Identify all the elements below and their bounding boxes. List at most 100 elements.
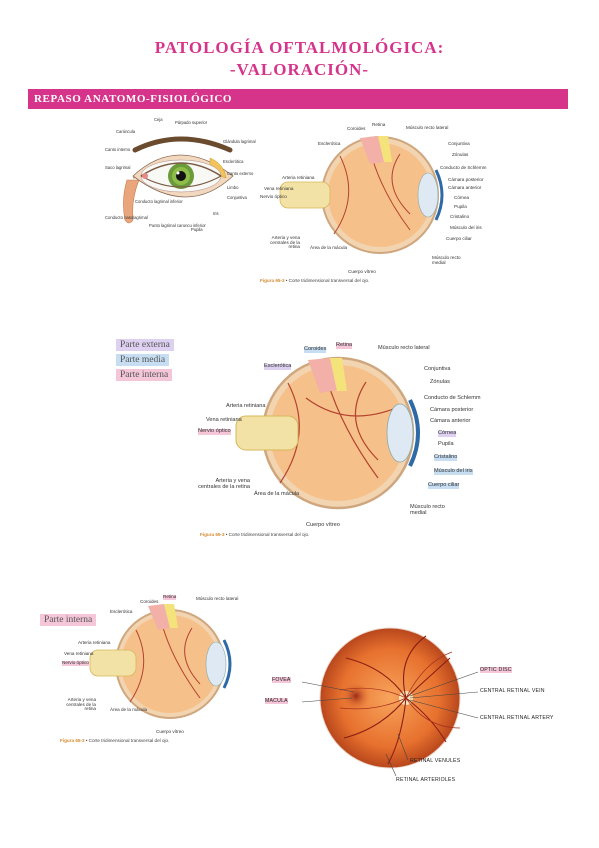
page-title-line2: -VALORACIÓN- <box>229 60 370 79</box>
label-conducto-lagrimal: Conducto lagrimal inferior <box>135 199 183 204</box>
label-cristalino: Cristalino <box>434 454 458 461</box>
eye-cross-section-left-illustration <box>89 604 232 719</box>
label-cuerpo-vitreo: Cuerpo vítreo <box>306 522 340 528</box>
label-nervio-optico: Nervio óptico <box>198 428 231 435</box>
label-cuerpo-ciliar: Cuerpo ciliar <box>428 482 460 489</box>
label-conjuntiva: Conjuntiva <box>424 366 451 372</box>
label-fovea: FOVEA <box>272 677 291 683</box>
label-cornea: Córnea <box>438 430 457 437</box>
label-coroides: Coroides <box>304 346 327 353</box>
label-musculo-recto-medial: Músculo recto medial <box>410 504 445 516</box>
label-musculo-recto-medial: Músculo recto medial <box>432 255 461 265</box>
label-retina: Retina <box>163 594 177 600</box>
label-nervio-optico: Nervio óptico <box>62 660 89 666</box>
label-esclerotica: Esclerótica <box>223 159 244 164</box>
external-eye-illustration <box>123 136 234 224</box>
label-arteria-retiniana: Arteria retiniana <box>78 640 111 645</box>
section-header: REPASO ANATOMO-FISIOLÓGICO <box>28 89 568 109</box>
caption-text: • Corte tridimensional transversal del o… <box>84 738 170 743</box>
caption-text: • Corte tridimensional transversal del o… <box>224 532 310 537</box>
label-saco-lagrimal: Saco lagrimal <box>105 165 131 170</box>
label-cuerpo-vitreo: Cuerpo vítreo <box>156 729 184 734</box>
label-conducto-nasolagrimal: Conducto nasolagrimal <box>105 215 148 220</box>
label-esclerotica: Esclerótica <box>318 141 341 146</box>
eye-cross-section-small: Coroides Retina Músculo recto lateral Es… <box>260 120 500 290</box>
label-arteria-retiniana: Arteria retiniana <box>282 175 315 180</box>
label-arteria-vena: Arteria y vena centrales de la retina <box>270 235 300 250</box>
label-ceja: Ceja <box>154 117 163 122</box>
label-area-macula: Área de la mácula <box>254 491 300 497</box>
fundus-illustration <box>301 627 479 777</box>
label-punto-lagrimal: Punto lagrimal caruncu inferior <box>149 223 206 228</box>
label-cornea: Córnea <box>454 195 470 200</box>
label-iris: Iris <box>213 211 219 216</box>
fundus-figure: FOVEA MACULA OPTIC DISC CENTRAL RETINAL … <box>258 626 558 791</box>
label-camara-anterior: Cámara anterior <box>430 418 471 424</box>
eye-cross-section-large: Coroides Retina Músculo recto lateral Es… <box>196 338 496 543</box>
figure-caption: Figura 65-3 • Corte tridimensional trans… <box>260 278 369 283</box>
label-macula: MACULA <box>265 698 288 704</box>
label-cuerpo-ciliar: Cuerpo ciliar <box>446 236 472 241</box>
label-musculo-iris: Músculo del iris <box>434 468 473 475</box>
label-zonulas: Zónulas <box>452 152 469 157</box>
eye-cross-section-left: Coroides Retina Músculo recto lateral Es… <box>60 592 250 752</box>
label-coroides: Coroides <box>347 126 366 131</box>
caption-number: Figura 65-3 <box>200 532 225 537</box>
label-musculo-recto-lateral: Músculo recto lateral <box>378 345 430 351</box>
label-canto-interno: Canto interno <box>105 147 131 152</box>
caption-number: Figura 65-3 <box>260 278 285 283</box>
label-conducto-schlemm: Conducto de Schlemm <box>424 395 481 401</box>
external-eye-figure: Ceja Párpado superior Carúncula Glándula… <box>105 117 256 238</box>
label-camara-posterior: Cámara posterior <box>430 407 474 413</box>
label-vena-retiniana: Vena retiniana <box>206 417 242 423</box>
figure-caption: Figura 65-3 • Corte tridimensional trans… <box>200 532 309 537</box>
label-canto-externo: Canto externo <box>227 171 254 176</box>
legend-parte-interna-small: Parte interna <box>40 614 97 626</box>
eye-cross-section-illustration <box>279 136 444 254</box>
label-retina: Retina <box>336 342 353 349</box>
caption-number: Figura 65-3 <box>60 738 85 743</box>
label-pupila: Pupila <box>438 441 454 447</box>
label-esclerotica: Esclerótica <box>264 363 292 370</box>
label-central-retinal-vein: CENTRAL RETINAL VEIN <box>480 688 545 694</box>
label-musculo-recto-lateral: Músculo recto lateral <box>196 596 239 601</box>
label-vena-retiniana: Vena retiniana <box>264 186 294 191</box>
label-camara-posterior: Cámara posterior <box>448 177 484 182</box>
legend-parte-media: Parte media <box>116 354 170 366</box>
label-optic-disc: OPTIC DISC <box>480 667 512 673</box>
label-coroides: Coroides <box>140 599 159 604</box>
label-caruncula: Carúncula <box>116 129 136 134</box>
label-cuerpo-vitreo: Cuerpo vítreo <box>348 269 376 274</box>
label-nervio-optico: Nervio óptico <box>260 194 287 199</box>
label-parpado-superior: Párpado superior <box>175 120 208 125</box>
section-title: REPASO ANATOMO-FISIOLÓGICO <box>34 93 233 105</box>
label-central-retinal-artery: CENTRAL RETINAL ARTERY <box>480 715 554 721</box>
label-zonulas: Zónulas <box>430 379 450 385</box>
label-vena-retiniana: Vena retiniana <box>64 651 94 656</box>
caption-text: • Corte tridimensional transversal del o… <box>284 278 370 283</box>
label-area-macula: Área de la mácula <box>110 707 148 712</box>
label-esclerotica: Esclerótica <box>110 609 133 614</box>
label-conjuntiva: Conjuntiva <box>227 195 247 200</box>
label-limbo: Limbo <box>227 185 239 190</box>
eye-cross-section-large-illustration <box>235 356 420 510</box>
label-conducto-schlemm: Conducto de Schlemm <box>440 165 487 170</box>
label-pupila: Pupila <box>191 227 203 232</box>
label-retina: Retina <box>372 122 386 127</box>
legend-parte-interna: Parte interna <box>116 369 173 381</box>
label-arteria-vena: Arteria y vena centrales de la retina <box>198 478 250 490</box>
label-cristalino: Cristalino <box>450 214 470 219</box>
page-title-line1: PATOLOGÍA OFTALMOLÓGICA: <box>154 38 445 57</box>
label-retinal-arterioles: RETINAL ARTERIOLES <box>396 777 456 783</box>
label-glandula: Glándula lagrimal <box>223 139 256 144</box>
label-musculo-iris: Músculo del iris <box>450 225 482 230</box>
label-camara-anterior: Cámara anterior <box>448 185 482 190</box>
label-conjuntiva: Conjuntiva <box>448 141 470 146</box>
label-retinal-venules: RETINAL VENULES <box>410 758 461 764</box>
label-musculo-recto-lateral: Músculo recto lateral <box>406 125 449 130</box>
label-pupila: Pupila <box>454 204 467 209</box>
label-area-macula: Área de la mácula <box>310 245 348 250</box>
label-arteria-vena: Arteria y vena centrales de la retina <box>66 697 96 712</box>
figure-caption: Figura 65-3 • Corte tridimensional trans… <box>60 738 169 743</box>
legend-parte-externa: Parte externa <box>116 339 174 351</box>
